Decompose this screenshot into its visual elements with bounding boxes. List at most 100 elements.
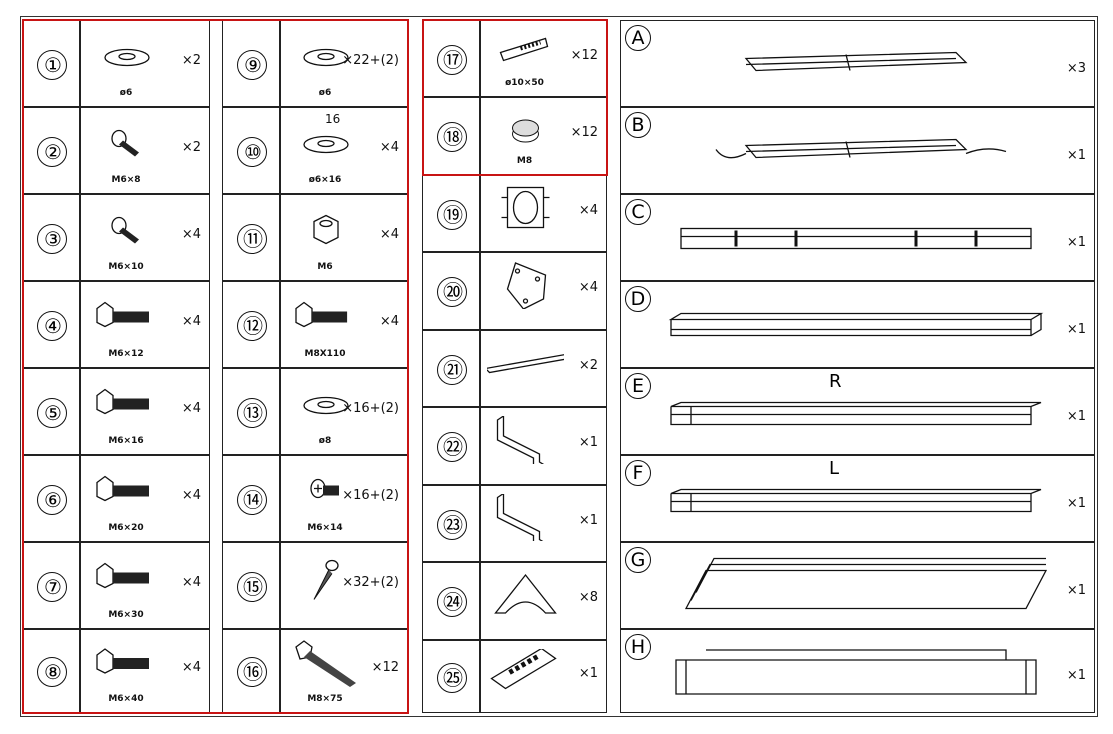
component-letter: E [625, 373, 651, 399]
track-open-icon [680, 227, 1032, 250]
part-row-14: ⑭ [222, 455, 280, 542]
part-cell: ×4 M6 [280, 194, 408, 281]
part-cell: ×1 [480, 407, 607, 485]
countersunk-screw-icon [310, 478, 339, 499]
component-row-d: D ×1 [620, 281, 1095, 368]
part-size-label: M6 [317, 262, 333, 272]
part-number: ④ [37, 310, 67, 341]
side-label: R [829, 371, 842, 392]
part-row-9: ⑨ [222, 20, 280, 107]
washer-icon [104, 48, 150, 67]
part-row-24: ㉔ [422, 562, 480, 640]
part-number: ⑫ [237, 310, 267, 341]
part-quantity: ×16+(2) [342, 400, 399, 416]
component-letter: B [625, 112, 651, 138]
part-row-19: ⑲ [422, 175, 480, 252]
wall-anchor-icon [499, 37, 549, 62]
part-quantity: ×8 [578, 590, 598, 605]
part-cell: ×32+(2) [280, 542, 408, 629]
component-row-f: F L ×1 [620, 455, 1095, 542]
part-row-4: ④ [22, 281, 80, 368]
part-quantity: ×12 [570, 47, 598, 63]
part-quantity: ×2 [578, 357, 598, 373]
flat-bar-icon [487, 354, 564, 374]
part-number: ② [37, 136, 67, 167]
part-size-label: M8 [516, 156, 533, 166]
part-size-label: M6×40 [108, 694, 144, 704]
part-quantity: ×4 [181, 574, 201, 590]
part-row-25: ㉕ [422, 640, 480, 713]
part-quantity: ×2 [181, 52, 201, 68]
component-letter: F [625, 460, 651, 486]
part-cell: ×16+(2) M6×14 [280, 455, 408, 542]
part-row-15: ⑮ [222, 542, 280, 629]
panel-stack-icon [684, 557, 1048, 610]
part-cell: ×4 M6×12 [80, 281, 210, 368]
profile-rail-icon [668, 312, 1044, 337]
part-number: ⑨ [237, 49, 267, 80]
part-size-label: M8X110 [304, 349, 346, 359]
hex-bolt-icon [96, 388, 149, 415]
part-row-2: ② [22, 107, 80, 194]
part-number: ㉑ [437, 354, 467, 385]
part-row-23: ㉓ [422, 485, 480, 562]
part-row-18: ⑱ [422, 97, 480, 175]
part-row-6: ⑥ [22, 455, 80, 542]
part-number: ㉓ [437, 509, 467, 540]
part-quantity: ×4 [181, 487, 201, 503]
component-letter: D [625, 286, 651, 312]
component-quantity: ×1 [1066, 668, 1086, 683]
part-quantity: ×1 [578, 435, 598, 450]
component-row-c: C ×1 [620, 194, 1095, 281]
dimension-label: 16 [325, 112, 341, 126]
part-row-1: ① [22, 20, 80, 107]
part-number: ③ [37, 223, 67, 254]
part-quantity: ×1 [578, 512, 598, 528]
hex-nut-icon [313, 214, 339, 245]
part-number: ⑯ [237, 657, 267, 687]
part-cell: ×4 M8X110 [280, 281, 408, 368]
bracket-clamp-icon [501, 186, 550, 229]
light-bar-icon [744, 51, 968, 72]
part-number: ① [37, 49, 67, 80]
part-quantity: ×4 [181, 400, 201, 416]
part-number: ㉒ [437, 432, 467, 462]
part-cell: ×4 M6×40 [80, 629, 210, 713]
part-cell: ×8 [480, 562, 607, 640]
hex-bolt-icon [96, 562, 149, 589]
part-quantity: ×4 [379, 139, 399, 155]
part-quantity: ×22+(2) [342, 52, 399, 68]
z-bracket-icon [496, 494, 544, 541]
component-quantity: ×1 [1066, 495, 1086, 511]
part-row-20: ⑳ [422, 252, 480, 330]
part-quantity: ×4 [181, 226, 201, 242]
part-cell: ×4 [480, 252, 607, 330]
part-number: ⑧ [37, 657, 67, 687]
part-row-10: ⑩ [222, 107, 280, 194]
part-cell: ×12 M8 [480, 97, 607, 175]
component-quantity: ×1 [1066, 408, 1086, 424]
part-row-11: ⑪ [222, 194, 280, 281]
component-row-a: A ×3 [620, 20, 1095, 107]
component-letter: H [625, 634, 651, 660]
part-quantity: ×4 [181, 313, 201, 329]
part-size-label: M8×75 [307, 694, 343, 704]
part-row-17: ⑰ [422, 20, 480, 97]
part-cell: 16 ×4 ø6×16 [280, 107, 408, 194]
part-size-label: M6×10 [108, 262, 144, 272]
z-bracket-icon [496, 416, 545, 464]
part-number: ⑤ [37, 397, 67, 428]
washer-icon [303, 135, 349, 154]
part-quantity: ×12 [371, 660, 399, 675]
cap-nut-icon [512, 119, 539, 143]
part-row-3: ③ [22, 194, 80, 281]
remote-control-icon [490, 649, 557, 690]
part-row-16: ⑯ [222, 629, 280, 713]
part-row-21: ㉑ [422, 330, 480, 407]
part-cell: ×12 ø10×50 [480, 20, 607, 97]
part-cell: ×22+(2) ø6 [280, 20, 408, 107]
part-size-label: ø10×50 [505, 78, 544, 88]
part-cell: ×12 M8×75 [280, 629, 408, 713]
part-quantity: ×1 [578, 665, 598, 681]
part-size-label: ø8 [318, 436, 332, 446]
